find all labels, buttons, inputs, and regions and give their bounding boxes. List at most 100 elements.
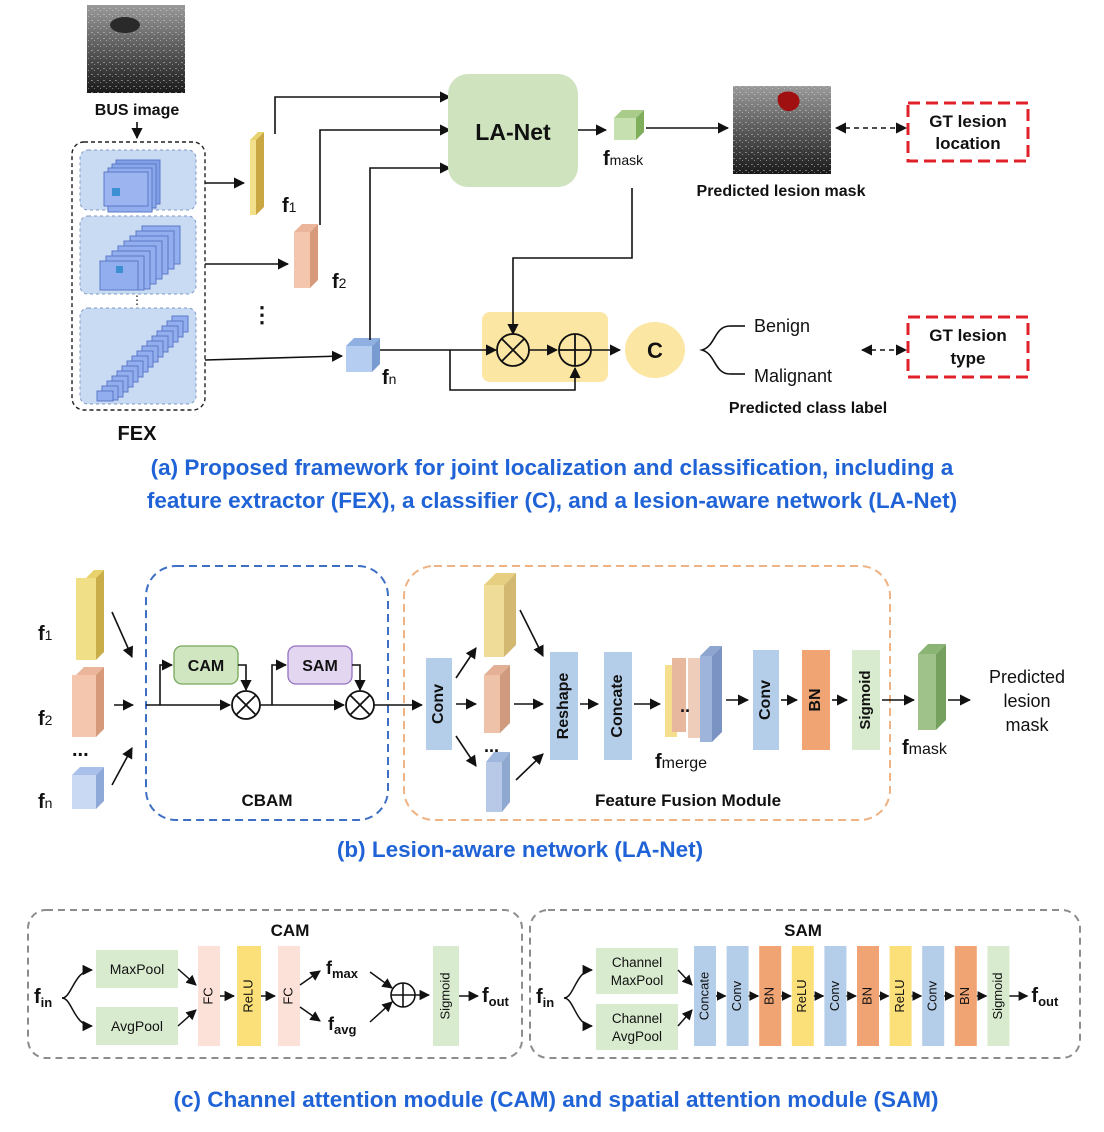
b-f2-block <box>72 667 104 737</box>
sam-conv-3-box <box>922 946 945 1046</box>
caption-a-line1: (a) Proposed framework for joint localiz… <box>151 455 954 480</box>
f1-block <box>250 132 264 215</box>
predicted-mask-label: Predicted lesion mask <box>697 183 866 200</box>
gt-type-line2: type <box>951 349 986 368</box>
cam-fc2-box <box>278 946 300 1046</box>
fmerge-stack <box>665 646 722 742</box>
concate-label: Concate <box>609 674 626 737</box>
b-pred-line1: Predicted <box>989 667 1065 687</box>
cam-avgpool-box <box>96 1007 178 1045</box>
b-fmask-label: fmask <box>902 737 948 759</box>
sam-chmax-line2: MaxPool <box>611 973 664 988</box>
bus-image-label: BUS image <box>95 102 180 119</box>
ffm-container <box>403 565 891 821</box>
add-op <box>558 333 592 367</box>
b-feat-yellow <box>484 573 516 657</box>
b-conv2-label: Conv <box>757 680 774 720</box>
sam-fout: fout <box>1031 985 1059 1009</box>
cam-container <box>27 909 523 1059</box>
bus-image <box>87 5 185 93</box>
classifier-label: C <box>647 338 663 363</box>
f2-block <box>294 224 318 288</box>
cam-sigmoid-box <box>433 946 459 1046</box>
sam-chmax-line1: Channel <box>612 955 662 970</box>
sam-relu-2-box <box>889 946 912 1046</box>
sam-conv-1-box <box>726 946 749 1046</box>
fex-block-1 <box>79 149 197 213</box>
cam-fout: fout <box>482 985 510 1009</box>
sam-concate-label: Concate <box>696 972 711 1020</box>
lanet-label: LA-Net <box>475 119 551 145</box>
cam-add-op <box>390 982 416 1008</box>
sam-chavg-line1: Channel <box>612 1011 662 1026</box>
f1-label: f1 <box>282 195 297 217</box>
sam-conv-2-label: Conv <box>827 980 842 1011</box>
sam-sigmoid-box <box>987 946 1010 1046</box>
fex-block-3 <box>79 307 197 405</box>
cbam-container <box>145 565 389 821</box>
cam-fc1-label: FC <box>200 987 215 1004</box>
predicted-class-label: Predicted class label <box>729 400 887 417</box>
cam-maxpool-label: MaxPool <box>110 961 164 977</box>
panel-a: BUS image ⋮ <box>71 5 1030 513</box>
sam-label: SAM <box>302 658 338 675</box>
gt-type-box <box>906 315 1030 379</box>
reshape-label: Reshape <box>555 673 572 740</box>
caption-b: (b) Lesion-aware network (LA-Net) <box>337 837 703 862</box>
b-feat-orange <box>484 665 510 733</box>
caption-c: (c) Channel attention module (CAM) and s… <box>174 1087 939 1112</box>
gt-location-line2: location <box>935 134 1000 153</box>
sam-bn-3-box <box>954 946 977 1046</box>
b-pred-line3: mask <box>1005 715 1049 735</box>
sam-bn-3-label: BN <box>957 987 972 1005</box>
sam-concate-box <box>694 946 716 1046</box>
fex-container <box>71 141 206 411</box>
cam-sigmoid-label: Sigmoid <box>437 973 452 1020</box>
b-f2-label: f2 <box>38 708 53 730</box>
b-sigmoid-label: Sigmoid <box>857 670 874 729</box>
fmask-label: fmask <box>603 148 644 170</box>
b-multiply-1 <box>231 690 261 720</box>
b-fn-label: fn <box>38 791 52 813</box>
gt-type-line1: GT lesion <box>929 326 1006 345</box>
cam-favg: favg <box>328 1014 356 1037</box>
b-fn-block <box>72 767 104 809</box>
sam-chavg-box <box>596 1004 678 1050</box>
b-multiply-2 <box>345 690 375 720</box>
merge-dots: .. <box>680 696 690 716</box>
panel-c-sam: SAM fin Channel MaxPool Channel AvgPool <box>529 909 1081 1059</box>
cam-title: CAM <box>271 921 310 940</box>
b-conv-label: Conv <box>430 684 447 724</box>
fex-block-2 <box>79 215 197 295</box>
sam-bn-1-box <box>759 946 782 1046</box>
cam-maxpool-box <box>96 950 178 988</box>
gt-location-line1: GT lesion <box>929 112 1006 131</box>
cam-fc1-box <box>198 946 220 1046</box>
sam-bn-2-label: BN <box>859 987 874 1005</box>
cam-fmax: fmax <box>326 958 359 981</box>
fmask-block <box>614 110 644 140</box>
svg-text:⋮: ⋮ <box>131 293 143 307</box>
sam-bn-2-box <box>857 946 879 1046</box>
b-bn-label: BN <box>807 688 824 711</box>
sam-container <box>529 909 1081 1059</box>
sam-conv-2-box <box>824 946 847 1046</box>
sam-conv-3-label: Conv <box>925 980 940 1011</box>
b-dots2: ... <box>484 736 499 756</box>
b-f1-label: f1 <box>38 623 53 645</box>
sam-fin: fin <box>536 986 554 1010</box>
sam-chavg-line2: AvgPool <box>612 1029 662 1044</box>
reshape-box <box>550 652 578 760</box>
predicted-mask-image <box>733 86 831 174</box>
cam-fin: fin <box>34 986 52 1010</box>
cam-fc2-label: FC <box>280 987 295 1004</box>
cam-label: CAM <box>188 658 224 675</box>
f2-label: f2 <box>332 271 347 293</box>
sam-title: SAM <box>784 921 822 940</box>
sam-conv-1-label: Conv <box>729 980 744 1011</box>
sam-relu-1-box <box>791 946 814 1046</box>
benign-label: Benign <box>754 316 810 336</box>
feature-dots: ⋮ <box>251 302 273 327</box>
